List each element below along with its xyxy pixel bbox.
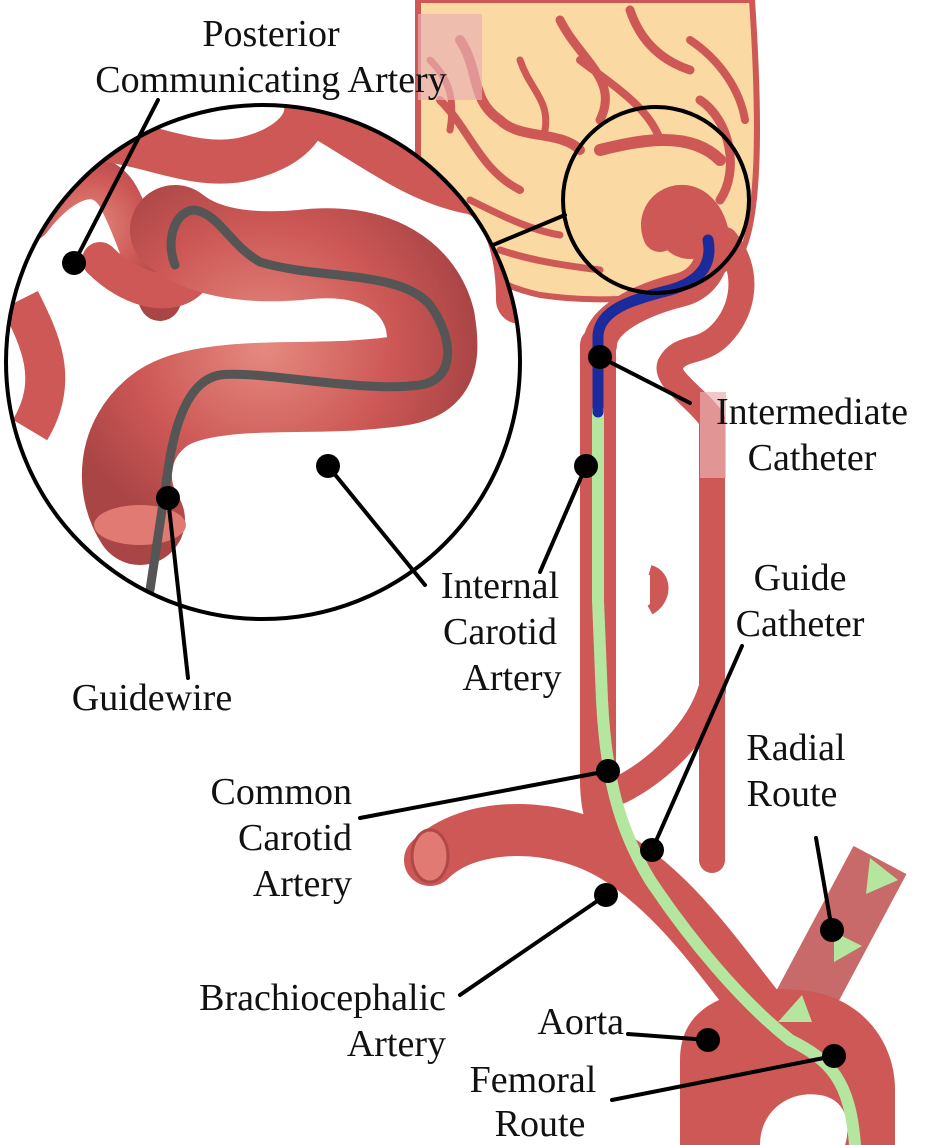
zoom-connector-line bbox=[491, 213, 567, 247]
label-intermediate-catheter-line2: Catheter bbox=[748, 437, 877, 479]
label-guide-catheter-line2: Catheter bbox=[736, 603, 865, 645]
label-posterior-communicating-line1: Posterior bbox=[202, 13, 340, 55]
dot-posterior-communicating bbox=[62, 251, 86, 275]
label-highlight-intermediate bbox=[700, 392, 726, 478]
label-internal-carotid-line1: Internal bbox=[441, 565, 559, 607]
dot-radial-route bbox=[820, 918, 844, 942]
label-guidewire: Guidewire bbox=[72, 677, 232, 719]
leader-intermediate-catheter bbox=[598, 355, 692, 405]
leader-radial-route bbox=[814, 836, 834, 932]
dot-internal-carotid-magnified bbox=[316, 454, 340, 478]
leader-femoral-route bbox=[610, 1054, 836, 1102]
leader-brachiocephalic bbox=[458, 893, 608, 997]
label-brachiocephalic-line1: Brachiocephalic bbox=[199, 977, 446, 1019]
label-common-carotid-line3: Artery bbox=[253, 863, 352, 905]
dot-internal-carotid bbox=[574, 454, 598, 478]
dot-common-carotid bbox=[596, 759, 620, 783]
dot-guidewire bbox=[156, 486, 180, 510]
dot-intermediate-catheter bbox=[588, 345, 612, 369]
dot-brachiocephalic bbox=[594, 883, 618, 907]
label-intermediate-catheter-line1: Intermediate bbox=[716, 391, 908, 433]
leader-internal-carotid bbox=[538, 464, 588, 574]
leader-guide-catheter bbox=[650, 644, 744, 852]
label-common-carotid-line2: Carotid bbox=[238, 817, 352, 859]
label-femoral-route-line1: Femoral bbox=[470, 1059, 597, 1101]
leader-guidewire bbox=[166, 496, 190, 680]
detail-source-circle bbox=[561, 105, 751, 295]
leader-internal-carotid-magnified bbox=[326, 464, 427, 587]
label-femoral-route-line2: Route bbox=[495, 1103, 586, 1145]
leader-common-carotid bbox=[358, 769, 610, 820]
label-common-carotid-line1: Common bbox=[211, 771, 352, 813]
subclavian-brachiocephalic bbox=[404, 804, 786, 1036]
leader-aorta bbox=[626, 1032, 710, 1042]
labels: Posterior Communicating Artery Intermedi… bbox=[72, 13, 908, 1145]
leaders bbox=[62, 98, 846, 1102]
label-guide-catheter-line1: Guide bbox=[754, 557, 847, 599]
label-radial-route-line1: Radial bbox=[746, 727, 845, 769]
radial-artery bbox=[773, 845, 907, 1025]
dot-femoral-route bbox=[822, 1044, 846, 1068]
label-brachiocephalic-line2: Artery bbox=[347, 1023, 446, 1065]
label-internal-carotid-line3: Artery bbox=[462, 657, 561, 699]
label-aorta: Aorta bbox=[537, 1001, 624, 1043]
dot-aorta bbox=[696, 1028, 720, 1052]
label-radial-route-line2: Route bbox=[747, 773, 838, 815]
label-posterior-communicating-line2: Communicating Artery bbox=[95, 59, 446, 101]
label-internal-carotid-line2: Carotid bbox=[443, 611, 557, 653]
label-highlight-posterior bbox=[418, 14, 482, 100]
leader-posterior-communicating bbox=[72, 98, 160, 265]
dot-guide-catheter bbox=[640, 838, 664, 862]
vertebral-branch bbox=[656, 227, 755, 873]
